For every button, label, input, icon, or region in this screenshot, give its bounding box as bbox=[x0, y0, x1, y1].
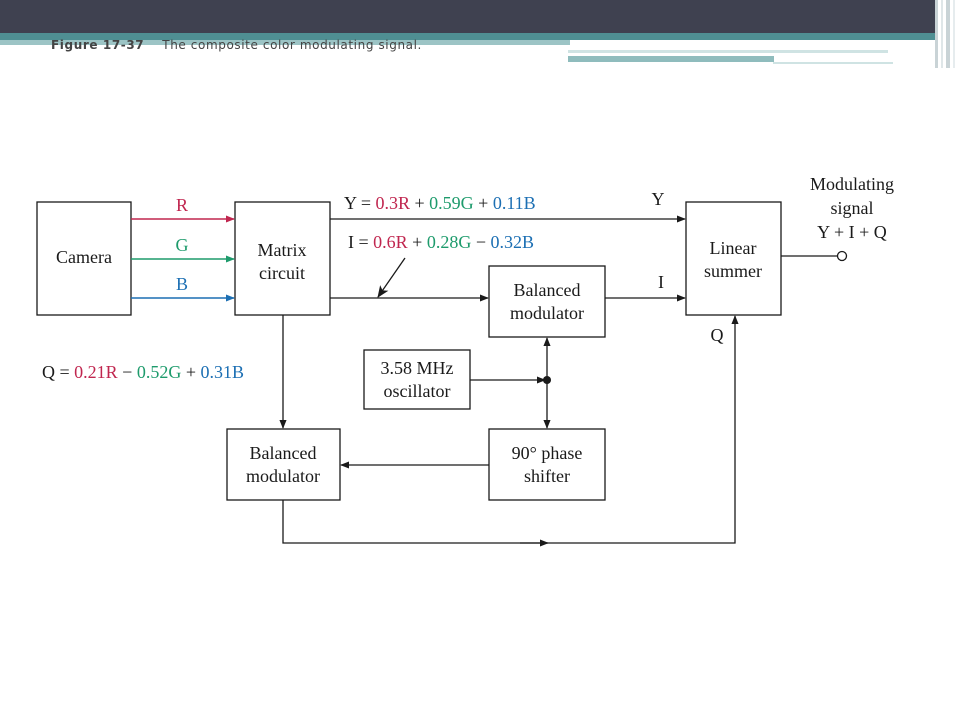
carrier-junction-dot bbox=[543, 376, 551, 384]
oscillator-label-1: 3.58 MHz bbox=[381, 358, 454, 378]
r-label: R bbox=[176, 195, 188, 215]
header-accent-stripe-light bbox=[0, 40, 570, 45]
q-label: Q bbox=[711, 325, 724, 345]
b-label: B bbox=[176, 274, 188, 294]
phase-shifter-label-1: 90° phase bbox=[512, 443, 583, 463]
figure-caption: Figure 17-37 The composite color modulati… bbox=[51, 38, 422, 52]
decor-stripe bbox=[568, 56, 774, 62]
decor-stripe bbox=[773, 62, 893, 64]
balanced-top-label-2: modulator bbox=[510, 303, 584, 323]
q-equation: Q = 0.21R − 0.52G + 0.31B bbox=[42, 362, 244, 382]
summer-label-1: Linear bbox=[710, 238, 757, 258]
header-bar bbox=[0, 0, 935, 33]
balanced-bottom-label-1: Balanced bbox=[250, 443, 317, 463]
phase-shifter-label-2: shifter bbox=[524, 466, 570, 486]
output-label-2: signal bbox=[831, 198, 874, 218]
balanced-bottom-label-2: modulator bbox=[246, 466, 320, 486]
balanced-top-label-1: Balanced bbox=[514, 280, 581, 300]
header-accent-stripe bbox=[0, 33, 935, 40]
matrix-label-1: Matrix bbox=[258, 240, 307, 260]
output-label-3: Y + I + Q bbox=[817, 222, 887, 242]
y-equation: Y = 0.3R + 0.59G + 0.11B bbox=[344, 193, 536, 213]
decor-vertical-lines bbox=[935, 0, 960, 68]
phase-shifter-block bbox=[488, 428, 606, 501]
balanced-modulator-top-block bbox=[488, 265, 606, 338]
output-label-1: Modulating bbox=[810, 174, 894, 194]
decor-stripe bbox=[568, 50, 888, 53]
linear-summer-block bbox=[685, 201, 782, 316]
output-terminal bbox=[836, 250, 848, 262]
i-equation: I = 0.6R + 0.28G − 0.32B bbox=[348, 232, 534, 252]
i-label: I bbox=[658, 272, 664, 292]
figure-title: The composite color modulating signal. bbox=[162, 38, 422, 52]
q-modulated-path bbox=[282, 315, 739, 544]
oscillator-label-2: oscillator bbox=[384, 381, 451, 401]
y-label: Y bbox=[652, 189, 665, 209]
figure-number: Figure 17-37 bbox=[51, 38, 145, 52]
balanced-modulator-bottom-block bbox=[226, 428, 341, 501]
summer-label-2: summer bbox=[704, 261, 762, 281]
i-equation-pointer bbox=[377, 257, 406, 298]
g-label: G bbox=[176, 235, 189, 255]
camera-label: Camera bbox=[56, 247, 112, 267]
matrix-label-2: circuit bbox=[259, 263, 305, 283]
